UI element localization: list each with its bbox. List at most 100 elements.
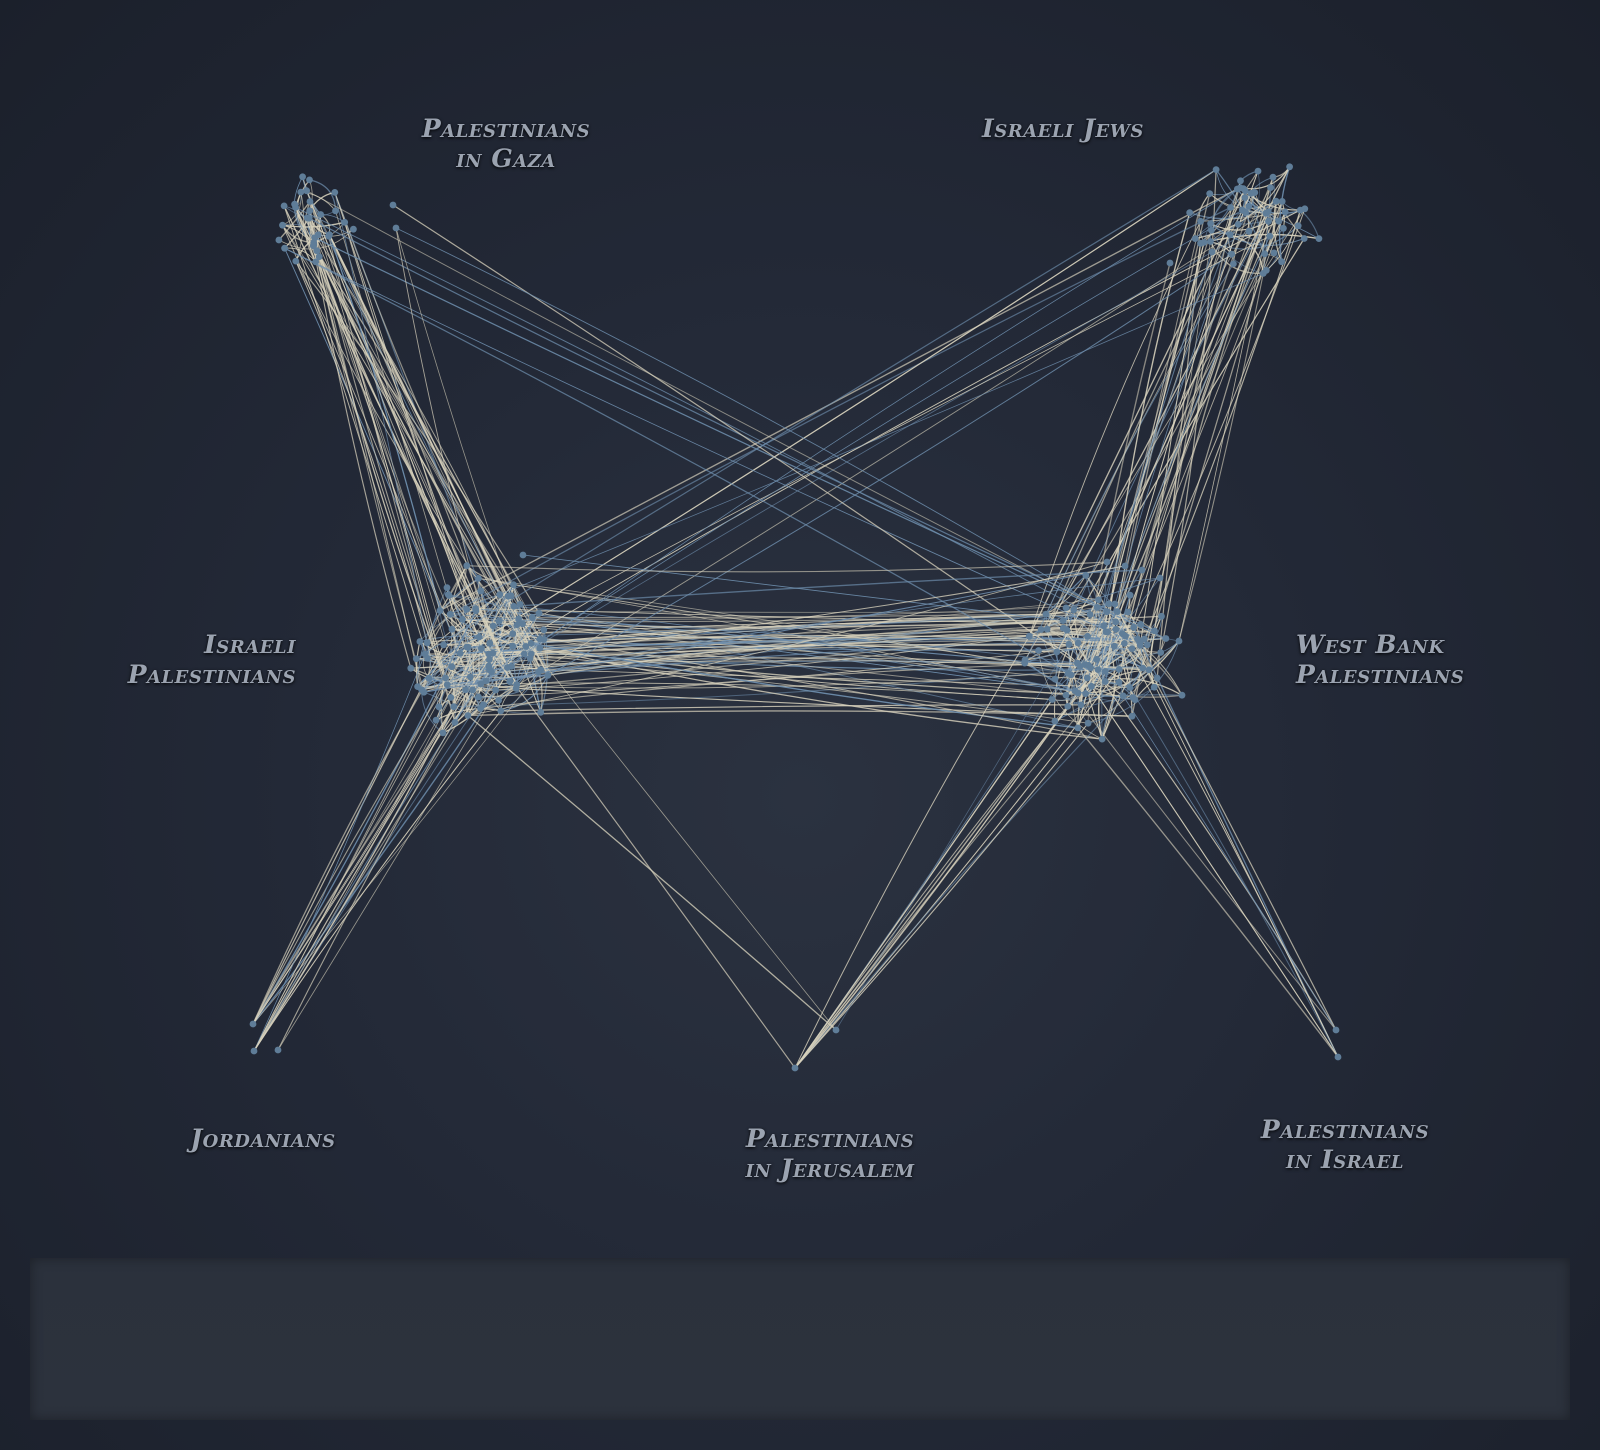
network-node [325,232,333,240]
network-node [1084,719,1092,727]
network-edge [449,565,468,615]
network-node [407,664,415,672]
network-edge [794,692,1079,1069]
network-edge [306,217,508,668]
network-node [1251,189,1259,196]
label-gaza-line1: Palestinians [421,114,591,143]
network-node [466,673,474,681]
network-node [519,620,526,628]
network-node [513,681,521,689]
network-node [432,716,440,724]
network-edge [1122,695,1337,1031]
network-node [1332,1026,1340,1034]
network-edge [253,652,494,1052]
network-edge [294,203,521,605]
network-edge [459,169,1217,654]
network-node [504,664,511,671]
label-israeli-jews-line1: Israeli Jews [982,114,1144,143]
network-edge [1121,211,1286,634]
network-edge [252,610,477,1025]
network-node [516,601,524,608]
network-edge [334,192,468,610]
network-node [447,694,455,701]
network-node [436,607,444,614]
network-node [527,639,535,647]
network-node [536,635,544,643]
network-node [291,200,298,208]
network-edge [395,227,1108,613]
network-edge [313,244,482,685]
network-node [1126,684,1134,691]
network-node [1128,712,1136,720]
network-node [1134,635,1141,643]
network-edge [283,205,429,659]
network-node [504,592,512,600]
network-node [1043,625,1051,633]
network-node [1158,612,1165,620]
network-edge [449,206,1231,615]
network-node [250,1047,258,1055]
label-gaza-line2: in Gaza [456,144,556,173]
network-node [489,622,497,630]
network-node [475,575,482,582]
network-node [1065,640,1073,648]
network-edge [513,584,1025,664]
network-node [279,221,286,229]
network-node [1051,717,1059,725]
network-node [389,201,397,209]
network-node [1280,224,1287,232]
network-node [1269,173,1277,181]
network-edge [1148,241,1211,670]
network-node [439,729,447,737]
network-node [331,189,339,196]
network-node [1086,611,1094,618]
network-node [451,719,459,726]
label-palestinians-in-jerusalem: Palestinians in Jerusalem [745,1124,914,1184]
network-node [832,1026,840,1034]
network-edge [1123,694,1183,698]
network-node [1150,683,1158,691]
network-node [1103,558,1111,566]
network-node [444,591,452,598]
network-node [1077,701,1085,709]
network-node [1206,190,1214,198]
network-edge [531,634,1148,646]
network-edge [512,209,1301,647]
network-node [274,1046,282,1054]
network-edge [295,260,428,643]
network-edge [500,704,1082,712]
network-node [1101,678,1109,685]
network-edge [316,250,542,670]
network-node [1230,260,1237,268]
network-node [1130,624,1138,631]
network-node [1207,238,1214,245]
network-edge [309,179,337,211]
network-edge [284,247,1141,646]
network-node [1074,639,1082,647]
network-node [1121,562,1129,570]
network-node [1294,222,1302,230]
network-node [425,674,433,682]
network-edge [314,237,1167,640]
network-edge [1195,166,1291,240]
network-edge [308,217,1155,632]
network-node [1270,249,1278,257]
network-node [1226,231,1234,239]
network-node [1074,689,1082,697]
network-node [1266,232,1274,240]
network-node [1048,696,1056,703]
network-edge [282,224,501,595]
network-node [292,257,300,265]
network-edge [449,613,482,649]
network-node [1137,621,1145,628]
label-israeli-palestinians-line1: Israeli [204,630,296,659]
network-edge [1107,212,1191,633]
network-node [1062,691,1070,699]
network-edge [1062,211,1286,621]
network-node [1286,163,1293,171]
network-edge [547,253,1232,676]
network-node [1112,625,1120,633]
network-node [1254,167,1262,175]
network-node [1145,666,1153,674]
network-edge [1046,193,1252,630]
